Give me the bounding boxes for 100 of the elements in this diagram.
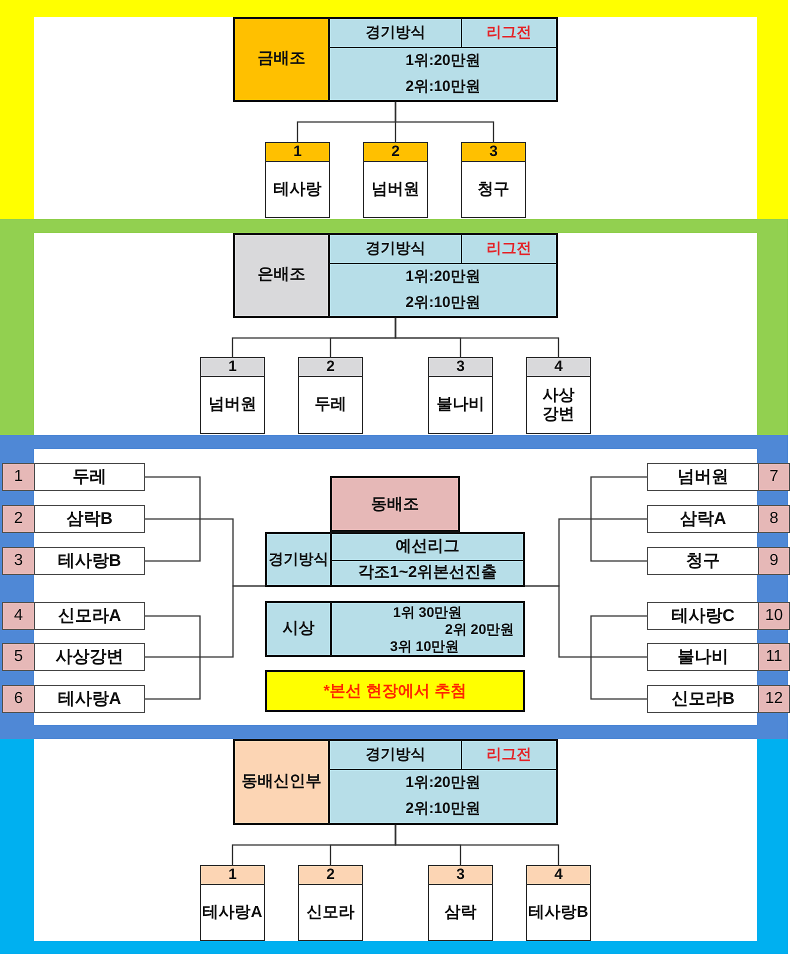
seed-number-cell: 3 (429, 358, 492, 377)
seed-number-cell: 2 (3, 506, 35, 532)
group-title-box: 동배조 (330, 476, 460, 532)
notice-box: *본선 현장에서 추첨 (265, 670, 525, 712)
award-table (265, 601, 525, 657)
group-name-cell: 동배신인부 (235, 741, 330, 823)
seed-number-cell: 1 (3, 464, 35, 490)
seed-number-cell: 12 (758, 686, 789, 712)
connector-line (145, 585, 265, 658)
team-name: 신모라A (58, 606, 122, 626)
seed-number-cell: 10 (758, 603, 789, 629)
seed-number-cell: 8 (758, 506, 789, 532)
team-row (647, 463, 790, 491)
team-row (647, 602, 790, 630)
seed-number-cell: 3 (462, 143, 525, 162)
seed-number-cell: 9 (758, 548, 789, 574)
format-value: 리그전 (486, 746, 532, 764)
section-frame (0, 0, 788, 219)
prize-text: 1위:20만원 (405, 774, 481, 792)
team-name: 두레 (314, 395, 346, 415)
team-box (461, 142, 526, 218)
team-row (2, 685, 145, 713)
format-value: 각조1~2위본선진출 (358, 562, 498, 582)
connector-line (394, 825, 560, 865)
prize-text: 2위 20만원 (445, 621, 514, 637)
team-name: 테사랑A (58, 688, 122, 710)
format-value: 리그전 (486, 24, 532, 42)
seed-number-cell: 5 (3, 644, 35, 670)
connector-line (145, 476, 201, 562)
team-name: 테사랑 (274, 180, 322, 200)
connector-line (590, 615, 647, 700)
prize-text: 2위:10만원 (405, 78, 481, 96)
team-name: 신모라B (671, 688, 735, 710)
seed-number-cell: 7 (758, 464, 789, 490)
team-row (2, 602, 145, 630)
team-name: 삼락B (66, 508, 113, 530)
team-name: 테사랑B (528, 902, 588, 922)
group-name-cell: 금배조 (235, 19, 330, 100)
team-box (428, 865, 493, 941)
seed-number-cell: 11 (758, 644, 789, 670)
team-name: 사상강변 (56, 646, 124, 668)
team-box (428, 357, 493, 434)
connector-line (394, 102, 494, 142)
format-label: 경기방식 (366, 746, 426, 764)
team-name: 삼락A (680, 508, 726, 530)
connector-line (394, 318, 560, 357)
team-name: 삼락 (444, 902, 476, 922)
team-row (2, 463, 145, 491)
prize-text: 2위:10만원 (405, 800, 481, 818)
award-label: 시상 (282, 619, 314, 639)
group-table (233, 739, 558, 825)
team-row (2, 643, 145, 671)
format-table (265, 532, 525, 587)
team-box (298, 357, 363, 434)
group-name-cell: 은배조 (235, 235, 330, 316)
section-frame (0, 219, 788, 435)
team-row (2, 505, 145, 533)
team-box (526, 357, 591, 434)
format-label: 경기방식 (366, 240, 426, 258)
seed-number-cell: 2 (299, 866, 362, 885)
team-name: 신모라 (306, 902, 354, 922)
team-name: 청구 (478, 180, 510, 200)
section-frame (0, 435, 788, 739)
team-name: 사상 강변 (542, 386, 576, 424)
seed-number-cell: 1 (201, 866, 264, 885)
team-row (647, 685, 790, 713)
team-row (647, 643, 790, 671)
prize-text: 1위 30만원 (393, 604, 462, 620)
connector-line (145, 615, 201, 700)
format-value: 리그전 (486, 240, 532, 258)
team-name: 테사랑A (202, 902, 262, 922)
section-frame (0, 739, 788, 954)
team-box (200, 865, 265, 941)
seed-number-cell: 2 (364, 143, 427, 162)
seed-number-cell: 4 (527, 358, 590, 377)
seed-number-cell: 1 (266, 143, 329, 162)
seed-number-cell: 3 (429, 866, 492, 885)
team-name: 넘버원 (208, 395, 256, 415)
team-name: 불나비 (436, 395, 484, 415)
seed-number-cell: 2 (299, 358, 362, 377)
format-label: 경기방식 (366, 24, 426, 42)
format-label: 경기방식 (268, 550, 328, 568)
seed-number-cell: 3 (3, 548, 35, 574)
prize-text: 3위 10만원 (390, 638, 460, 654)
prize-text: 1위:20만원 (405, 52, 481, 70)
seed-number-cell: 1 (201, 358, 264, 377)
seed-number-cell: 4 (3, 603, 35, 629)
team-row (647, 547, 790, 575)
team-box (298, 865, 363, 941)
connector-line (590, 476, 647, 562)
seed-number-cell: 6 (3, 686, 35, 712)
team-box (526, 865, 591, 941)
team-name: 테사랑C (671, 606, 735, 626)
group-table (233, 233, 558, 318)
group-table (233, 17, 558, 102)
seed-number-cell: 4 (527, 866, 590, 885)
team-box (265, 142, 330, 218)
team-name: 두레 (72, 466, 106, 488)
team-box (363, 142, 428, 218)
team-name: 테사랑B (58, 550, 122, 572)
